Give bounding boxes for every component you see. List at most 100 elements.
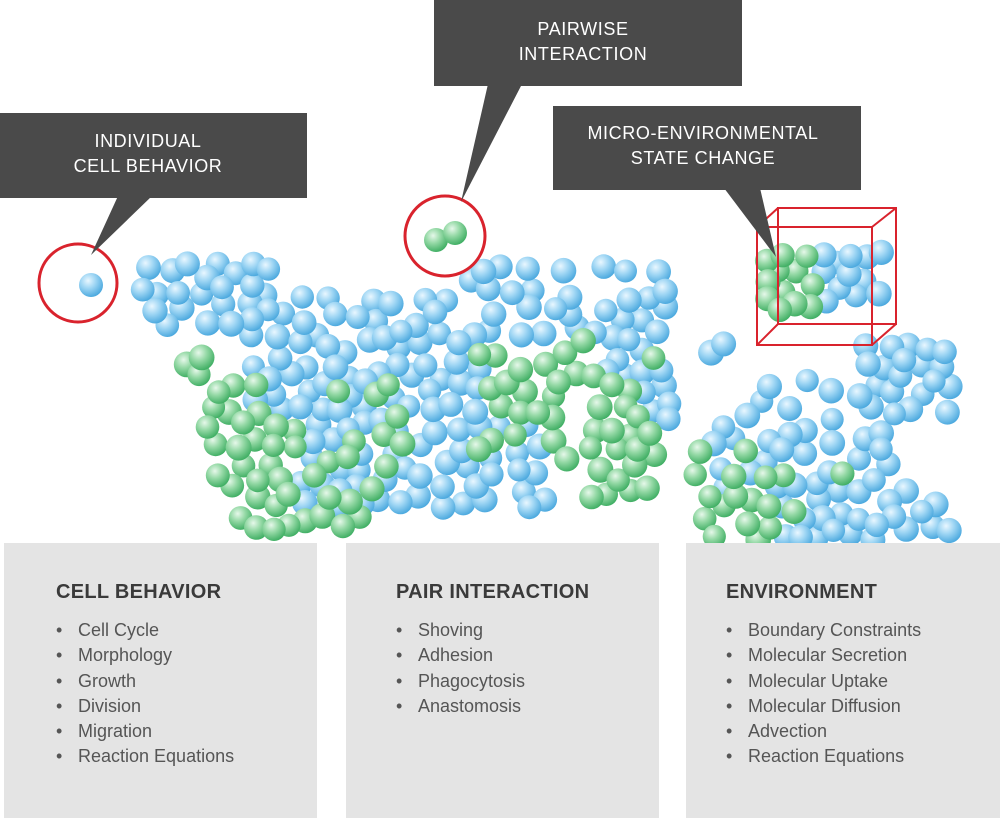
micro-environment-box <box>754 207 897 346</box>
cell <box>326 379 351 404</box>
pair-cell <box>424 228 448 252</box>
cell <box>205 463 230 488</box>
cell <box>550 257 577 284</box>
cell <box>882 402 906 426</box>
cell <box>862 468 886 492</box>
cell <box>261 433 285 457</box>
cell <box>421 419 448 446</box>
cell <box>922 369 946 393</box>
cell <box>317 485 342 510</box>
panel-title: CELL BEHAVIOR <box>56 581 222 603</box>
cell <box>578 436 603 460</box>
cell <box>302 463 327 488</box>
cell <box>430 474 455 500</box>
cell <box>430 495 456 520</box>
cell <box>735 511 761 537</box>
cell <box>702 524 726 543</box>
list-item: Growth <box>56 669 317 695</box>
cell <box>142 298 168 324</box>
cell <box>591 254 616 279</box>
cell <box>470 258 497 285</box>
cell <box>243 515 269 540</box>
list-item: Division <box>56 694 317 720</box>
cell <box>389 430 416 457</box>
cell <box>533 351 559 377</box>
cell <box>554 446 580 472</box>
cell <box>866 280 892 307</box>
cell <box>847 507 870 531</box>
cell <box>389 319 413 343</box>
cell <box>855 351 881 377</box>
cell <box>290 285 314 309</box>
cell-simulation-diagram: INDIVIDUAL CELL BEHAVIOR PAIRWISE INTERA… <box>0 0 963 543</box>
callout-line: INTERACTION <box>519 44 648 64</box>
cell <box>830 461 855 486</box>
cell <box>505 441 530 465</box>
callout-pairwise: PAIRWISE INTERACTION <box>434 0 742 202</box>
cell <box>594 298 618 323</box>
list-item: Reaction Equations <box>56 744 317 770</box>
cell <box>291 310 317 335</box>
pairwise-highlight <box>403 194 487 278</box>
cell <box>811 242 837 268</box>
cell <box>283 435 307 459</box>
cell <box>634 475 660 501</box>
cell <box>288 329 313 355</box>
cell <box>267 346 293 371</box>
cell <box>579 484 604 510</box>
individual-cell-highlight <box>37 242 119 324</box>
cell <box>599 417 625 444</box>
cell <box>847 446 871 471</box>
cell <box>546 369 571 395</box>
cell <box>606 468 630 492</box>
cell <box>287 394 313 420</box>
cell <box>244 372 269 398</box>
callout-line: CELL BEHAVIOR <box>74 156 223 176</box>
cell <box>552 340 578 366</box>
cell <box>407 463 433 489</box>
list-item: Migration <box>56 719 317 745</box>
callout-line: PAIRWISE <box>537 19 628 39</box>
cell <box>275 481 301 507</box>
cell <box>359 476 385 502</box>
cell <box>587 456 614 483</box>
cell <box>692 506 717 531</box>
cell <box>195 415 220 439</box>
cell <box>345 305 370 329</box>
cell <box>770 243 795 268</box>
cell <box>166 281 191 305</box>
cell <box>683 462 707 487</box>
cell <box>788 524 813 543</box>
cell <box>517 495 542 520</box>
cell <box>443 348 470 375</box>
cell <box>838 243 863 269</box>
cell <box>462 398 489 425</box>
cell <box>818 377 844 404</box>
cell <box>427 321 452 346</box>
list-item: Cell Cycle <box>56 618 317 644</box>
cell <box>388 490 413 515</box>
cell <box>800 273 825 298</box>
cell <box>330 513 356 539</box>
cell <box>586 394 613 420</box>
highlight-circle <box>37 242 119 324</box>
cell <box>225 434 252 461</box>
cell <box>188 344 215 371</box>
cell <box>544 297 568 321</box>
cell <box>507 356 534 383</box>
list-item: Morphology <box>56 643 317 669</box>
cell <box>767 297 792 322</box>
cell <box>446 330 472 356</box>
list-item: Anastomosis <box>396 694 659 720</box>
cell <box>467 342 492 367</box>
cell <box>130 277 155 302</box>
cell <box>836 261 862 287</box>
cell <box>723 483 749 509</box>
list-item: Adhesion <box>396 643 659 669</box>
cell <box>262 517 286 541</box>
cell <box>385 352 410 378</box>
cell <box>195 310 221 336</box>
cell <box>516 294 542 321</box>
cell <box>644 319 670 345</box>
cell <box>384 404 410 429</box>
